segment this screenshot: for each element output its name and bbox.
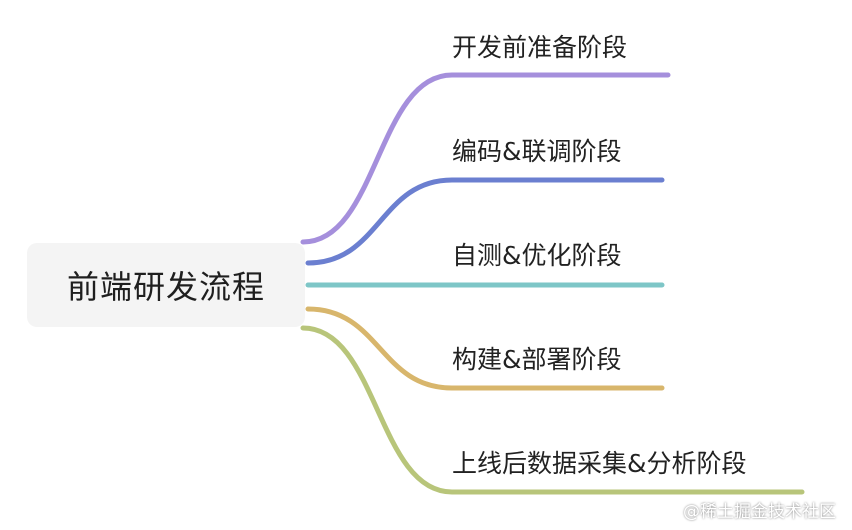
- branch-label-analytics[interactable]: 上线后数据采集&分析阶段: [452, 449, 747, 478]
- branch-connector-0: [300, 72, 671, 245]
- branch-label-testing[interactable]: 自测&优化阶段: [452, 241, 622, 270]
- branch-label-coding[interactable]: 编码&联调阶段: [452, 137, 622, 166]
- branch-label-deploy[interactable]: 构建&部署阶段: [452, 345, 622, 374]
- branch-connector-3: [305, 306, 665, 391]
- watermark-text: @稀土掘金技术社区: [683, 502, 836, 522]
- root-label: 前端研发流程: [66, 268, 265, 306]
- branch-connector-4: [300, 325, 805, 495]
- branch-label-prep[interactable]: 开发前准备阶段: [452, 33, 628, 62]
- root-node[interactable]: 前端研发流程: [27, 243, 305, 327]
- branch-connector-1: [305, 177, 665, 266]
